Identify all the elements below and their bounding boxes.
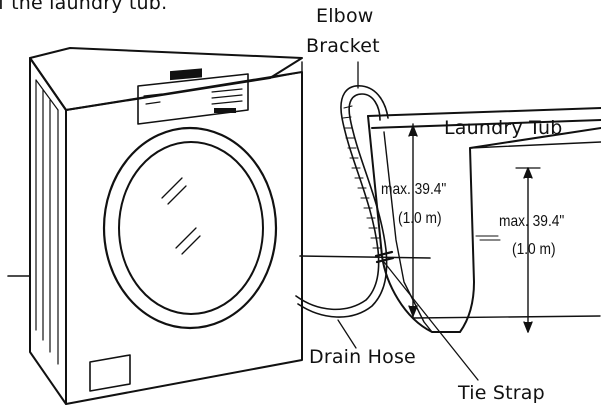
label-max-height-right: max. 39.4"	[499, 213, 565, 230]
drain-hose	[295, 85, 389, 318]
dimension-left	[408, 123, 418, 319]
floor-line	[7, 255, 431, 277]
dimension-right	[475, 167, 541, 333]
display-window	[170, 68, 202, 81]
washing-machine	[29, 47, 303, 405]
drain-hose-leader	[337, 319, 357, 349]
tie-strap-leader	[383, 261, 479, 381]
label-drain-hose: Drain Hose	[309, 346, 416, 368]
door-inner-ring	[118, 141, 264, 315]
door-outer-ring	[102, 126, 278, 330]
label-elbow-bracket-line2: Bracket	[306, 35, 380, 57]
caption-fragment: f the laundry tub.	[0, 0, 168, 14]
laundry-tub	[367, 107, 601, 333]
control-panel	[137, 73, 249, 125]
label-max-height-left: max. 39.4"	[381, 181, 447, 198]
label-elbow-bracket-line1: Elbow	[316, 5, 374, 27]
label-tie-strap: Tie Strap	[458, 382, 545, 404]
tie-strap	[374, 250, 395, 264]
label-max-height-right-metric: (1.0 m)	[512, 241, 556, 258]
label-max-height-left-metric: (1.0 m)	[398, 210, 442, 227]
kick-plate	[89, 354, 131, 392]
label-laundry-tub: Laundry Tub	[444, 117, 563, 139]
